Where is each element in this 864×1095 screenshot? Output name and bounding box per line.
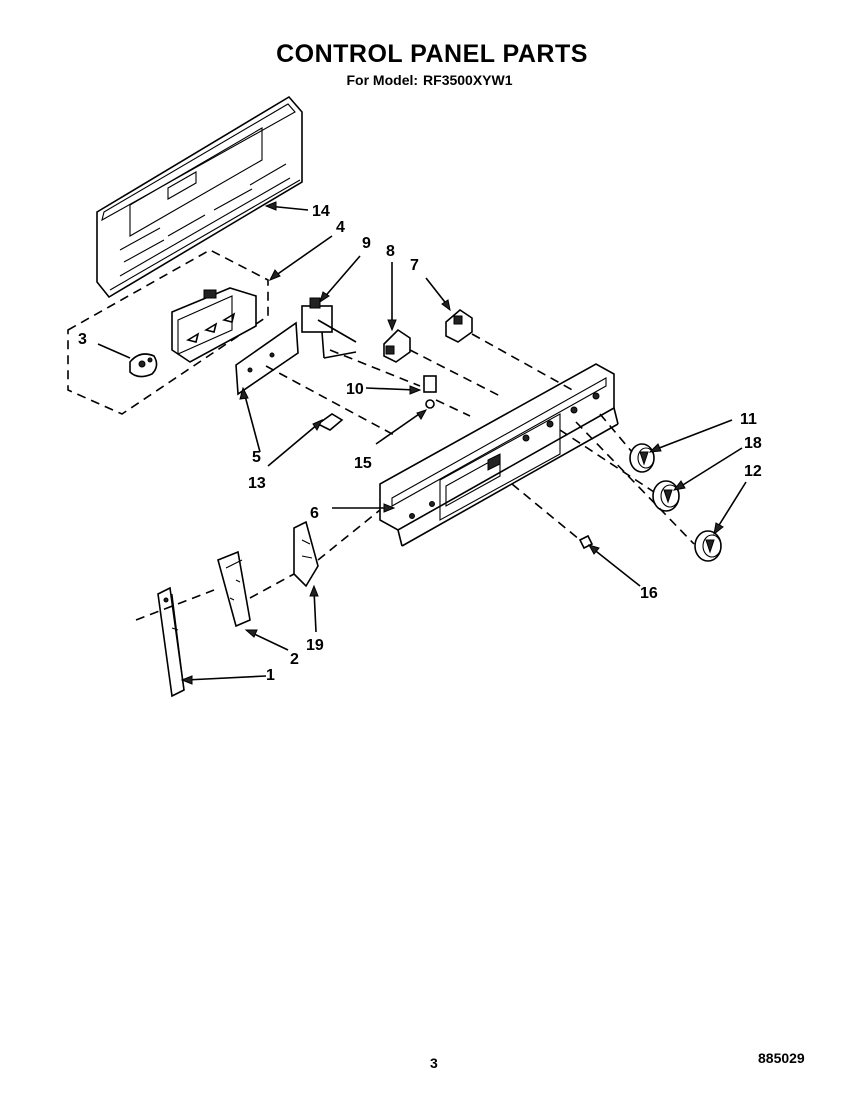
part-4-assembly-outline: [67, 249, 269, 415]
part-5-bracket-plate: [235, 321, 299, 396]
page-number: 3: [430, 1055, 438, 1071]
part-13-clip: [316, 413, 344, 431]
part-8-switch: [383, 328, 411, 363]
part-19-bracket: [293, 520, 319, 588]
callout-9: 9: [362, 235, 371, 252]
callout-18: 18: [744, 435, 762, 452]
callout-7: 7: [410, 257, 419, 274]
callout-10: 10: [346, 381, 364, 398]
part-12-knob: [694, 530, 722, 562]
callout-4: 4: [336, 219, 345, 236]
callout-3: 3: [78, 331, 87, 348]
part-18-knob: [652, 480, 680, 512]
part-11-knob: [629, 443, 655, 473]
model-label: For Model:: [346, 72, 419, 88]
document-code: 885029: [758, 1050, 805, 1066]
callout-2: 2: [290, 651, 299, 668]
callout-labels: 14 4 9 8 7 3 10 11 18 12 5 15 13 6 16 19…: [78, 203, 762, 684]
part-2-bracket: [217, 550, 251, 628]
callout-11: 11: [740, 411, 757, 428]
callout-12: 12: [744, 463, 762, 480]
callout-1: 1: [266, 667, 275, 684]
callout-6: 6: [310, 505, 319, 522]
part-3-small-switch: [97, 343, 158, 378]
callout-5: 5: [252, 449, 261, 466]
model-subtitle: For Model:RF3500XYW1: [0, 72, 864, 88]
page-title: CONTROL PANEL PARTS: [276, 40, 588, 68]
part-10-indicator-light: [423, 375, 437, 409]
callout-13: 13: [248, 475, 266, 492]
model-number: RF3500XYW1: [423, 72, 513, 88]
callout-19: 19: [306, 637, 324, 654]
part-1-end-cap: [157, 586, 185, 698]
callout-16: 16: [640, 585, 658, 602]
part-14-control-panel-backing: [96, 95, 303, 299]
assembly-dashed-lines: [135, 333, 695, 621]
callout-14: 14: [312, 203, 330, 220]
callout-arrows: [180, 201, 747, 685]
callout-8: 8: [386, 243, 395, 260]
part-6-control-panel: [379, 363, 619, 547]
part-9-switch: [301, 297, 357, 359]
part-7-switch: [445, 308, 473, 343]
part-4-switch-assembly: [171, 287, 257, 363]
callout-15: 15: [354, 455, 372, 472]
